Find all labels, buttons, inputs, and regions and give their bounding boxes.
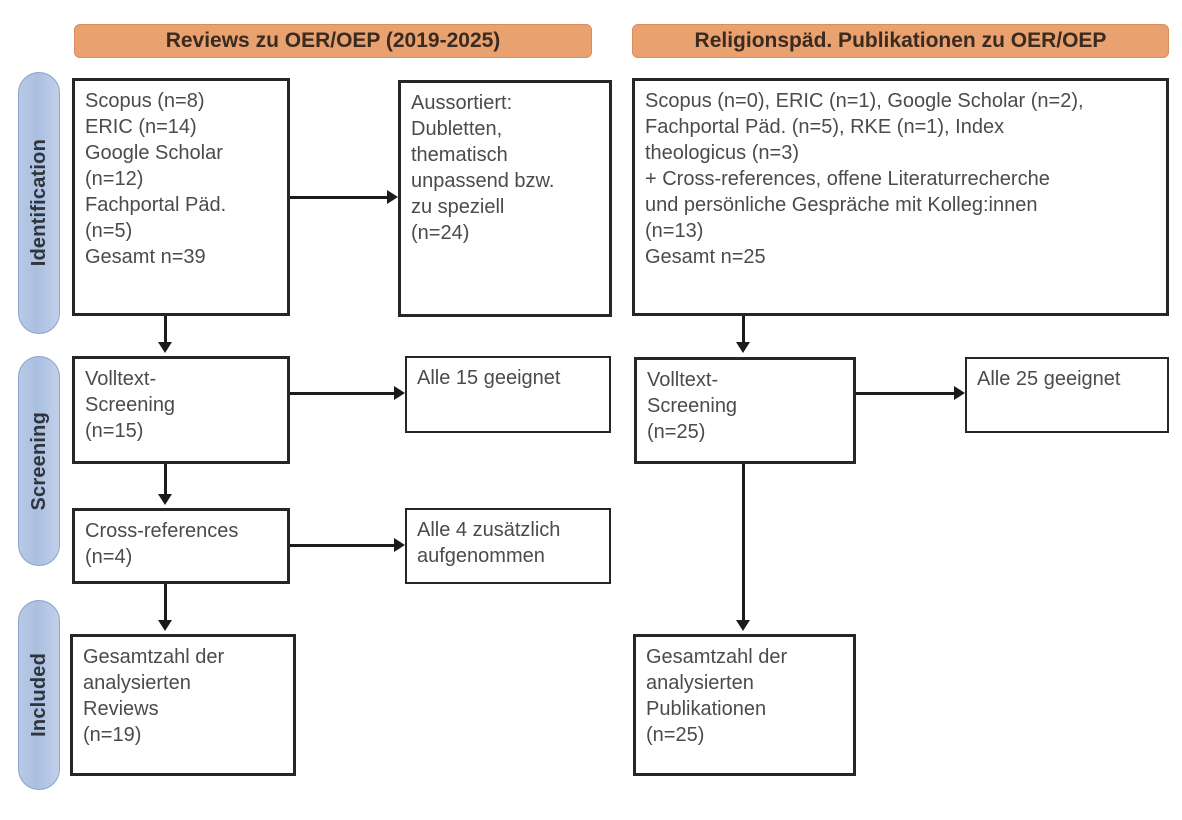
arrowhead-ident-to-excluded-left: [387, 190, 398, 204]
connector-screening-to-included-right: [742, 464, 745, 622]
connector-crossref-to-result-left: [290, 544, 395, 547]
connector-screening-to-crossref-left: [164, 464, 167, 496]
arrowhead-crossref-to-included-left: [158, 620, 172, 631]
column-header-publications: Religionspäd. Publikationen zu OER/OEP: [632, 24, 1169, 58]
connector-screening-to-eligible-right: [856, 392, 955, 395]
arrowhead-ident-to-screening-right: [736, 342, 750, 353]
arrowhead-screening-to-eligible-right: [954, 386, 965, 400]
stage-label-screening-text: Screening: [27, 411, 50, 511]
column-header-reviews: Reviews zu OER/OEP (2019-2025): [74, 24, 592, 58]
stage-label-screening: Screening: [18, 356, 60, 566]
box-included-total-right: Gesamtzahl der analysierten Publikatione…: [633, 634, 856, 776]
connector-screening-to-eligible-left: [290, 392, 395, 395]
box-fulltext-screening-left: Volltext- Screening (n=15): [72, 356, 290, 464]
box-fulltext-screening-right: Volltext- Screening (n=25): [634, 357, 856, 464]
box-eligible-right: Alle 25 geeignet: [965, 357, 1169, 433]
connector-ident-to-screening-right: [742, 316, 745, 344]
connector-ident-to-excluded-left: [290, 196, 388, 199]
arrowhead-screening-to-included-right: [736, 620, 750, 631]
arrowhead-crossref-to-result-left: [394, 538, 405, 552]
box-eligible-left: Alle 15 geeignet: [405, 356, 611, 433]
stage-label-identification: Identification: [18, 72, 60, 334]
arrowhead-screening-to-eligible-left: [394, 386, 405, 400]
arrowhead-screening-to-crossref-left: [158, 494, 172, 505]
box-cross-references-left: Cross-references (n=4): [72, 508, 290, 584]
box-identification-sources-left: Scopus (n=8) ERIC (n=14) Google Scholar …: [72, 78, 290, 316]
connector-ident-to-screening-left: [164, 316, 167, 344]
stage-label-identification-text: Identification: [27, 139, 50, 267]
stage-label-included-text: Included: [27, 653, 50, 737]
stage-label-included: Included: [18, 600, 60, 790]
arrowhead-ident-to-screening-left: [158, 342, 172, 353]
connector-crossref-to-included-left: [164, 584, 167, 622]
box-identification-sources-right: Scopus (n=0), ERIC (n=1), Google Scholar…: [632, 78, 1169, 316]
box-included-total-left: Gesamtzahl der analysierten Reviews (n=1…: [70, 634, 296, 776]
box-cross-references-result-left: Alle 4 zusätzlich aufgenommen: [405, 508, 611, 584]
box-excluded-records-left: Aussortiert: Dubletten, thematisch unpas…: [398, 80, 612, 317]
